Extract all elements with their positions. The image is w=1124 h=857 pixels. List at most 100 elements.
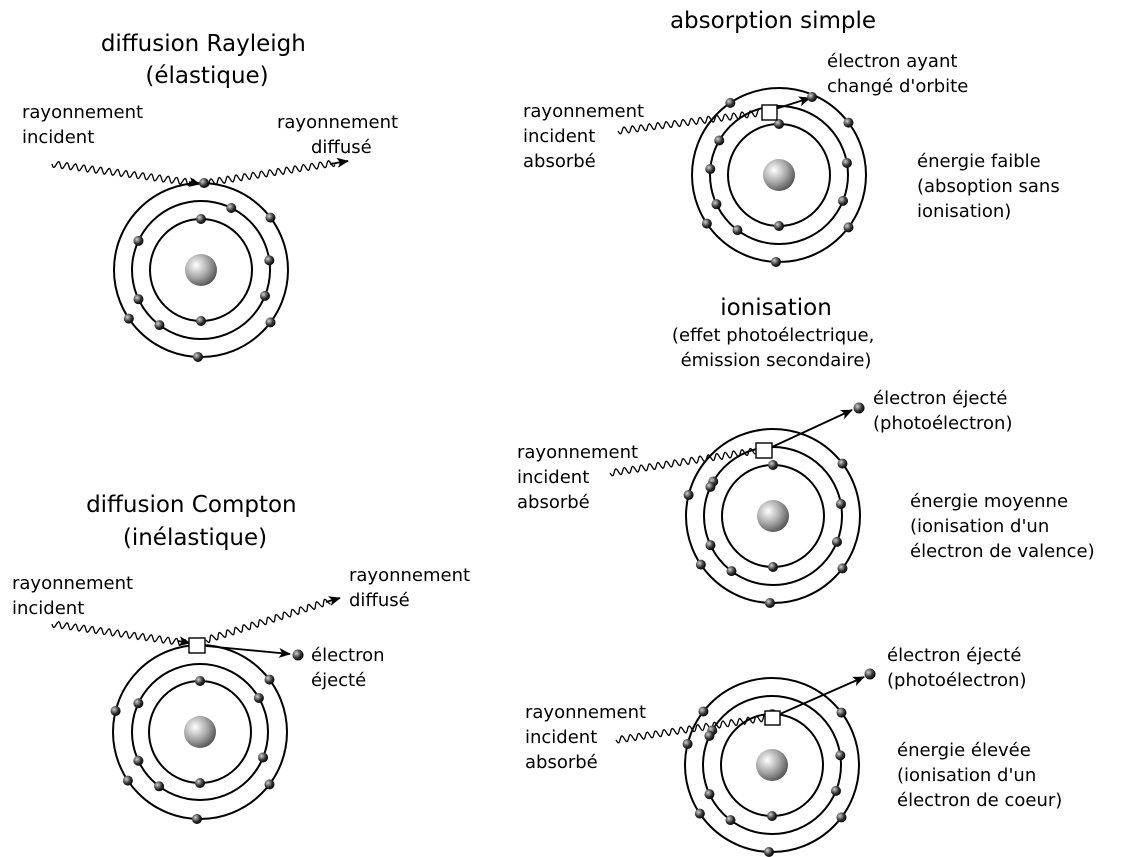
ionisation-medium-atom-electron [768, 460, 778, 470]
compton-atom-electron [133, 698, 144, 709]
rayleigh-scattered-arrow [329, 157, 349, 168]
absorption-atom-electron [843, 222, 854, 233]
absorption-atom-electron [714, 135, 725, 146]
absorption-title: absorption simple [670, 8, 876, 34]
ionisation-high-atom-electron [836, 812, 847, 823]
ionisation-medium-atom-electron [768, 562, 778, 572]
absorption-atom-electron [705, 163, 716, 174]
ionisation-medium-incident-label: rayonnement incident absorbé [517, 442, 644, 513]
ionisation-header: ionisation (effet photoélectrique, émiss… [672, 295, 880, 371]
ionisation-medium-atom [683, 428, 861, 608]
ionisation-subtitle: (effet photoélectrique, émission seconda… [672, 325, 880, 371]
compton-atom-electron [195, 676, 205, 686]
ionisation-high-atom-electron [704, 789, 715, 800]
absorption-atom-electron [837, 195, 848, 206]
absorption-atom-electron [732, 225, 743, 236]
absorption-panel: absorption simple rayonnement incident a… [523, 8, 1065, 267]
ionisation-medium-energy-note: énergie moyenne (ionisation d'un électro… [910, 491, 1095, 562]
absorption-incident-label: rayonnement incident absorbé [523, 101, 650, 172]
compton-scattered-wave [205, 598, 331, 644]
ionisation-high-atom-electron [767, 811, 777, 821]
absorption-atom-electron [770, 256, 781, 267]
compton-atom-electron [122, 775, 133, 786]
rayleigh-atom-nucleus [185, 254, 217, 286]
ionisation-medium-electron-label: électron éjecté (photoélectron) [873, 388, 1013, 434]
ionisation-high-atom-electron [830, 785, 841, 796]
absorption-atom-electron [774, 119, 784, 129]
ionisation-medium-panel: rayonnement incident absorbé électron éj… [517, 388, 1095, 608]
compton-scattered-label: rayonnement diffusé [349, 565, 476, 611]
ionisation-medium-atom-nucleus [757, 500, 789, 532]
ionisation-high-interaction-marker [764, 710, 781, 726]
ionisation-high-atom-electron [704, 730, 715, 741]
ionisation-high-incident-label: rayonnement incident absorbé [525, 702, 652, 773]
photoelectron-high [864, 668, 876, 680]
photoelectron-arrow-medium [771, 409, 853, 448]
compton-atom-electron [264, 674, 275, 685]
absorption-atom-electron [841, 158, 852, 169]
ionisation-medium-atom-electron [705, 540, 716, 551]
ionisation-high-atom-electron [698, 706, 709, 717]
rayleigh-atom-electron [133, 294, 144, 305]
absorption-transition-arrow [771, 96, 811, 111]
compton-atom-electron [110, 705, 121, 716]
ejected-electron [292, 649, 304, 661]
compton-electron-label: électron éjecté [311, 645, 390, 691]
compton-incident-wave [51, 620, 187, 647]
compton-atom-electron [191, 813, 202, 824]
rayleigh-atom-electron [226, 202, 237, 213]
ionisation-high-atom-electron [725, 815, 736, 826]
compton-atom-electron [258, 752, 269, 763]
absorption-interaction-marker [761, 104, 778, 121]
absorption-atom-electron [843, 117, 854, 128]
rayleigh-atom-electron [196, 214, 206, 224]
ionisation-high-atom-electron [763, 846, 774, 857]
absorption-atom-electron [725, 97, 736, 108]
absorption-atom-electron [701, 218, 712, 229]
ionisation-high-electron-label: électron éjecté (photoélectron) [887, 645, 1027, 691]
absorption-energy-note: énergie faible (absoption sans ionisatio… [917, 151, 1065, 222]
rayleigh-incident-wave [51, 160, 196, 187]
ionisation-high-panel: rayonnement incident absorbé électron éj… [525, 645, 1062, 857]
absorption-incident-wave [617, 109, 760, 135]
ionisation-medium-interaction-marker [755, 442, 773, 459]
compton-atom-electron [264, 779, 275, 790]
ionisation-title: ionisation [720, 295, 832, 321]
ionisation-medium-atom-electron [705, 481, 716, 492]
rayleigh-scattered-wave [204, 160, 336, 187]
compton-atom-electron [133, 755, 144, 766]
rayleigh-panel: diffusion Rayleigh (élastique) rayonneme… [22, 31, 398, 362]
ionisation-high-atom-nucleus [756, 749, 788, 781]
rayleigh-atom-electron [259, 290, 270, 301]
rayleigh-atom-electron [199, 178, 210, 189]
ionisation-medium-atom-electron [726, 566, 737, 577]
rayleigh-atom-electron [133, 235, 144, 246]
rayleigh-atom-electron [265, 212, 276, 223]
ionisation-high-incident-wave [615, 714, 765, 744]
ionisation-medium-atom-electron [837, 563, 848, 574]
compton-atom-nucleus [184, 716, 216, 748]
compton-atom-electron [253, 693, 264, 703]
ionisation-high-atom [682, 677, 860, 857]
absorption-electron-label: électron ayant changé d'orbite [827, 51, 968, 97]
rayleigh-incident-label: rayonnement incident [22, 102, 149, 148]
absorption-atom-electron [774, 221, 784, 231]
ionisation-medium-atom-electron [835, 499, 846, 510]
compton-atom-electron [195, 778, 205, 788]
ionisation-high-atom-orbit-2 [702, 695, 842, 835]
compton-atom [110, 644, 288, 824]
ionisation-high-atom-electron [836, 707, 847, 718]
ionisation-medium-incident-wave [609, 447, 756, 477]
rayleigh-atom-electron [123, 313, 134, 324]
compton-atom-electron [154, 781, 165, 792]
compton-title: diffusion Compton (inélastique) [86, 492, 304, 551]
ionisation-medium-atom-electron [683, 489, 694, 500]
ionisation-medium-atom-electron [831, 536, 842, 547]
rayleigh-title: diffusion Rayleigh (élastique) [101, 31, 313, 89]
absorption-atom-electron [711, 199, 722, 210]
compton-atom-orbit-2 [131, 663, 269, 801]
ionisation-high-atom-electron [682, 738, 693, 749]
ionisation-medium-atom-orbit-2 [703, 446, 843, 586]
